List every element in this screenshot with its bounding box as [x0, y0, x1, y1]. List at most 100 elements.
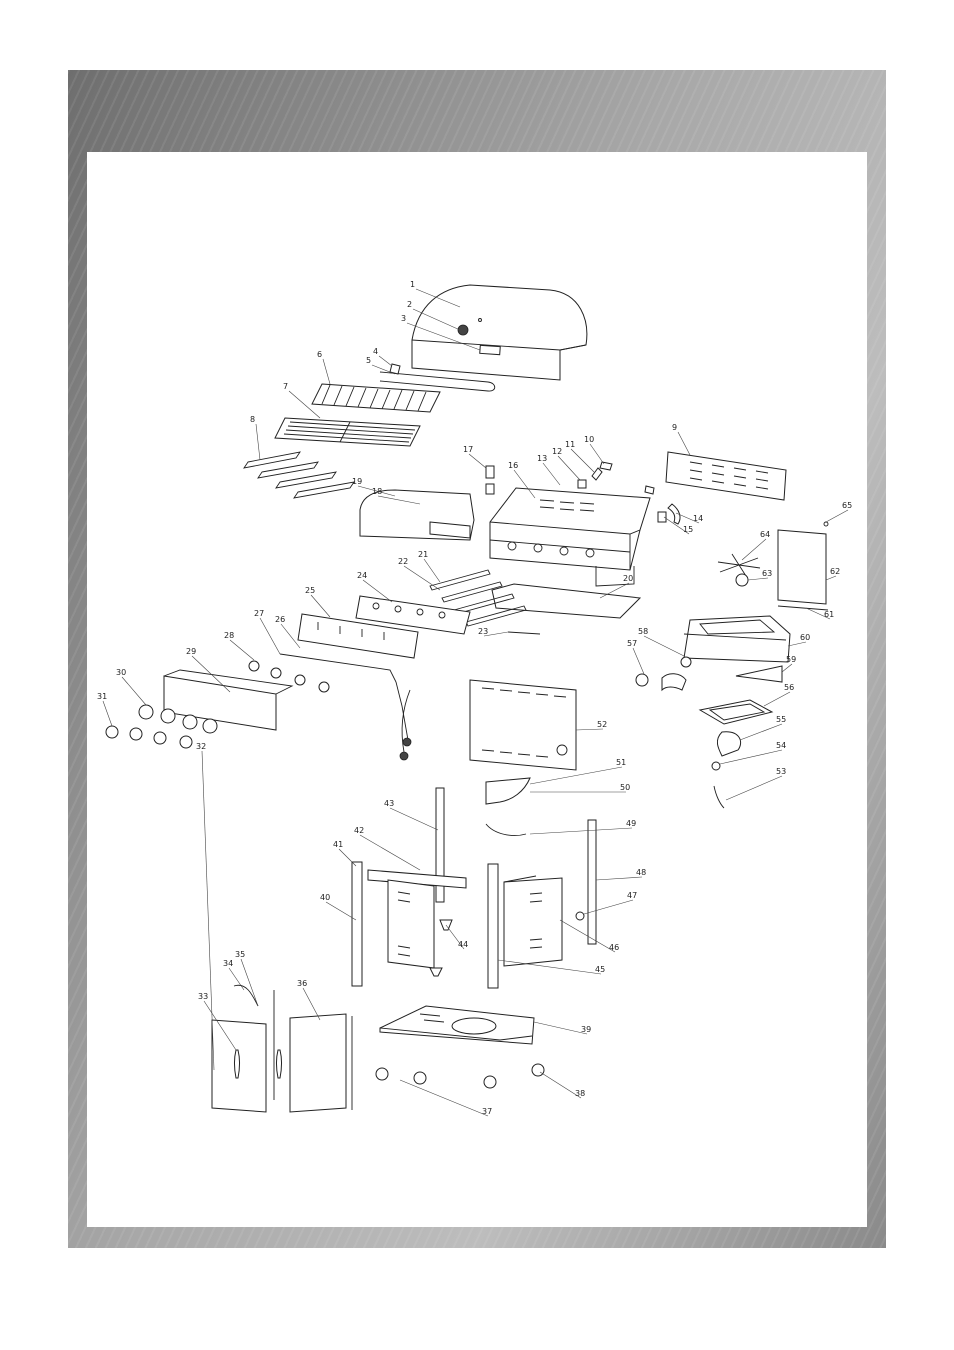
part-label-30: 30: [116, 668, 126, 677]
part-label-63: 63: [762, 569, 772, 578]
part-label-35: 35: [235, 950, 245, 959]
warming-rack-part: [311, 383, 441, 413]
side-burner-55-part: [716, 731, 742, 757]
part-label-27: 27: [254, 609, 264, 618]
leader-line-58: [643, 635, 685, 657]
leader-line-35: [240, 958, 259, 1007]
part-label-11: 11: [565, 440, 575, 449]
part-label-38: 38: [575, 1089, 585, 1098]
leader-line-41: [338, 848, 357, 867]
leader-line-10: [589, 443, 605, 465]
part-label-12: 12: [552, 447, 562, 456]
casters-standard-part: [483, 1063, 545, 1089]
leader-line-1: [415, 288, 461, 308]
leader-line-11: [570, 448, 595, 473]
part-label-41: 41: [333, 840, 343, 849]
gas-valves-part: [248, 660, 330, 693]
leader-line-62: [825, 575, 837, 581]
leader-line-13: [542, 462, 561, 486]
part-label-56: 56: [784, 683, 794, 692]
leader-line-24: [362, 579, 393, 603]
bracket-17-part: [485, 465, 495, 495]
part-label-34: 34: [223, 959, 233, 968]
part-label-10: 10: [584, 435, 594, 444]
part-label-57: 57: [627, 639, 637, 648]
bracket-11-part: [591, 467, 603, 481]
part-label-44: 44: [458, 940, 468, 949]
casters-locking-part: [375, 1067, 427, 1085]
part-label-46: 46: [609, 943, 619, 952]
part-label-13: 13: [537, 454, 547, 463]
door-handle-left-part: [234, 1049, 240, 1079]
leader-line-43: [389, 807, 439, 831]
part-label-15: 15: [683, 525, 693, 534]
igniter-wire-53-part: [713, 785, 725, 809]
leader-line-38: [539, 1071, 582, 1099]
part-label-62: 62: [830, 567, 840, 576]
leader-line-32: [201, 750, 215, 1071]
part-label-48: 48: [636, 868, 646, 877]
leader-line-25: [310, 594, 331, 618]
leader-line-12: [557, 455, 581, 481]
part-label-64: 64: [760, 530, 770, 539]
heat-tents-part: [243, 451, 355, 499]
orifice-54-part: [711, 761, 721, 771]
part-label-59: 59: [786, 655, 796, 664]
leader-line-28: [229, 639, 255, 661]
part-label-45: 45: [595, 965, 605, 974]
leader-line-30: [121, 676, 147, 706]
leader-line-18: [377, 495, 421, 505]
cart-side-panel-right-part: [503, 875, 563, 967]
leader-line-29: [191, 655, 231, 693]
side-burner-housing-60-part: [683, 615, 791, 663]
leader-line-17: [468, 453, 487, 469]
leader-line-8: [255, 423, 261, 461]
control-panel-frame-part: [355, 595, 471, 635]
leader-line-42: [359, 834, 421, 871]
leader-line-48: [595, 876, 643, 881]
leader-line-31: [102, 700, 113, 727]
part-label-2: 2: [407, 300, 412, 309]
leader-line-54: [719, 749, 783, 765]
part-label-39: 39: [581, 1025, 591, 1034]
part-label-49: 49: [626, 819, 636, 828]
bracket-10-part: [599, 461, 613, 471]
leader-line-21: [423, 558, 441, 583]
cooking-grates-part: [274, 417, 421, 447]
rear-panel-part: [665, 451, 787, 501]
part-label-58: 58: [638, 627, 648, 636]
leader-line-44: [445, 924, 465, 950]
part-label-3: 3: [401, 314, 406, 323]
part-label-8: 8: [250, 415, 255, 424]
leader-line-20: [599, 582, 630, 599]
part-label-54: 54: [776, 741, 786, 750]
part-label-28: 28: [224, 631, 234, 640]
leader-line-37: [399, 1079, 489, 1117]
leader-line-34: [228, 967, 245, 991]
part-label-23: 23: [478, 627, 488, 636]
tank-brace-part: [485, 777, 531, 805]
leader-line-16: [513, 469, 536, 499]
leader-line-22: [403, 565, 441, 591]
part-label-61: 61: [824, 610, 834, 619]
part-label-33: 33: [198, 992, 208, 1001]
part-number-labels: 1234567891011121314151617181920212223242…: [97, 280, 852, 1117]
igniter-rod-part: [507, 631, 541, 635]
igniter-wire-49-part: [485, 823, 527, 836]
part-label-22: 22: [398, 557, 408, 566]
leader-line-45: [497, 959, 602, 975]
side-burner-lid-62-part: [777, 529, 827, 605]
cart-leg-48-part: [587, 819, 597, 945]
door-magnet-part: [575, 911, 585, 921]
leader-line-52: [575, 728, 604, 731]
drip-tray-part: [491, 583, 642, 619]
part-label-25: 25: [305, 586, 315, 595]
valve-58-part: [680, 656, 692, 668]
part-label-29: 29: [186, 647, 196, 656]
door-right-part: [289, 1013, 347, 1113]
firebox-part: [489, 487, 651, 587]
leader-line-61: [805, 607, 831, 620]
leader-line-4: [378, 355, 393, 367]
bracket-13-part: [644, 485, 655, 495]
